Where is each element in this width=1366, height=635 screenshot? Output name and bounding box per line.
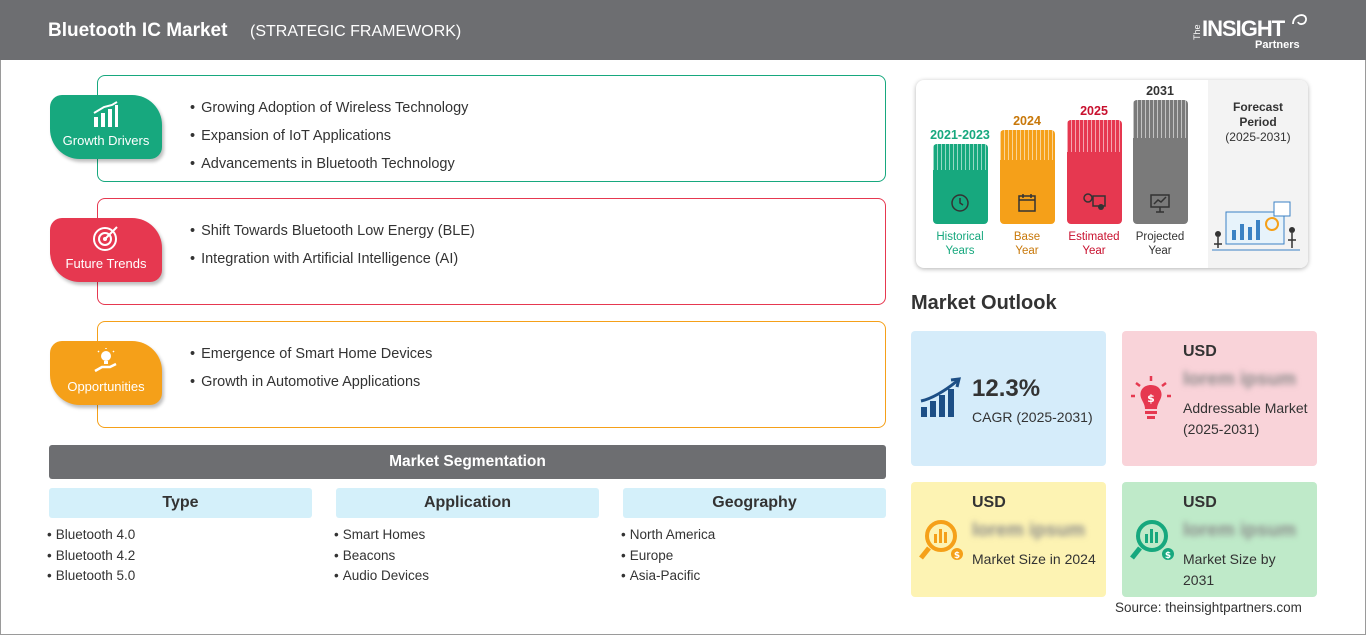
list-item: Bluetooth 4.0	[47, 525, 136, 546]
timeline-bar-projected	[1133, 100, 1188, 224]
timeline-year-estimated: 2025	[1080, 104, 1108, 118]
list-item: Asia-Pacific	[621, 566, 715, 587]
timeline-year-projected: 2031	[1146, 84, 1174, 98]
market-size-2031-tile: USD lorem ipsum Market Size by 2031 $	[1122, 482, 1317, 597]
cagr-value: 12.3%	[972, 375, 1041, 402]
list-item: Growth in Automotive Applications	[190, 368, 432, 396]
presentation-icon	[1150, 194, 1170, 213]
timeline-year-historical: 2021-2023	[930, 128, 990, 142]
list-item: North America	[621, 525, 716, 546]
opportunities-list: Emergence of Smart Home Devices Growth i…	[190, 340, 432, 396]
magnifier-growth-icon: $	[1130, 520, 1174, 561]
future-trends-badge: Future Trends	[50, 218, 162, 282]
future-trends-card: Shift Towards Bluetooth Low Energy (BLE)…	[97, 198, 886, 305]
segment-geography-list: North America Europe Asia-Pacific	[621, 525, 716, 587]
gear-chart-icon	[1083, 193, 1106, 210]
segment-type-heading: Type	[49, 488, 312, 518]
market-outlook-title: Market Outlook	[911, 292, 1057, 314]
analytics-illustration-icon	[1212, 201, 1300, 251]
addressable-market-value: lorem ipsum	[1183, 369, 1296, 390]
market-size-2024-value: lorem ipsum	[972, 520, 1085, 541]
opportunities-badge: Opportunities	[50, 341, 162, 405]
list-item: Europe	[621, 546, 715, 567]
timeline-bar-historical	[933, 144, 988, 224]
page-subtitle: (STRATEGIC FRAMEWORK)	[250, 23, 462, 40]
market-size-2024-tile: USD lorem ipsum Market Size in 2024 $	[911, 482, 1106, 597]
list-item: Bluetooth 5.0	[47, 566, 136, 587]
opportunities-label: Opportunities	[67, 379, 145, 394]
insight-partners-logo[interactable]: The INSIGHT Partners	[1192, 10, 1312, 52]
addressable-market-currency: USD	[1183, 343, 1217, 360]
list-item: Expansion of IoT Applications	[190, 122, 468, 150]
source-link[interactable]: Source: theinsightpartners.com	[1115, 600, 1302, 615]
list-item: Integration with Artificial Intelligence…	[190, 245, 475, 273]
timeline-year-base: 2024	[1013, 114, 1041, 128]
calendar-icon	[1018, 194, 1036, 212]
addressable-market-tile: USD lorem ipsum Addressable Market (2025…	[1122, 331, 1317, 466]
bar-chart-up-icon	[93, 101, 118, 127]
lightbulb-dollar-icon: $	[1131, 376, 1171, 419]
cagr-label: CAGR (2025-2031)	[972, 409, 1093, 425]
list-item: Beacons	[334, 546, 429, 567]
market-segmentation-title: Market Segmentation	[49, 445, 886, 479]
segment-type-list: Bluetooth 4.0 Bluetooth 4.2 Bluetooth 5.…	[47, 525, 136, 587]
logo-insight: INSIGHT	[1202, 16, 1285, 41]
svg-text:$: $	[1147, 392, 1155, 405]
magnifier-dollar-icon: $	[919, 520, 963, 561]
list-item: Audio Devices	[334, 566, 429, 587]
market-size-2031-currency: USD	[1183, 494, 1217, 511]
list-item: Growing Adoption of Wireless Technology	[190, 94, 468, 122]
logo-partners: Partners	[1255, 39, 1300, 51]
market-size-2031-value: lorem ipsum	[1183, 520, 1296, 541]
future-trends-list: Shift Towards Bluetooth Low Energy (BLE)…	[190, 217, 475, 273]
segment-geography-heading: Geography	[623, 488, 886, 518]
list-item: Emergence of Smart Home Devices	[190, 340, 432, 368]
logo-the: The	[1192, 24, 1202, 40]
list-item: Smart Homes	[334, 525, 429, 546]
list-item: Advancements in Bluetooth Technology	[190, 150, 468, 178]
growth-drivers-list: Growing Adoption of Wireless Technology …	[190, 94, 468, 178]
segment-application-list: Smart Homes Beacons Audio Devices	[334, 525, 429, 587]
page-title: Bluetooth IC Market	[48, 20, 228, 41]
timeline-bar-base	[1000, 130, 1055, 224]
cagr-tile: 12.3% CAGR (2025-2031)	[911, 331, 1106, 466]
growth-drivers-label: Growth Drivers	[62, 133, 150, 148]
timeline-bar-estimated	[1067, 120, 1122, 224]
history-icon	[951, 194, 969, 212]
list-item: Shift Towards Bluetooth Low Energy (BLE)	[190, 217, 475, 245]
growth-chart-icon	[920, 377, 961, 417]
list-item: Bluetooth 4.2	[47, 546, 136, 567]
logo-swoosh-icon	[1292, 14, 1307, 25]
market-size-2031-label: Market Size by 2031	[1183, 551, 1276, 588]
future-trends-label: Future Trends	[65, 256, 147, 271]
growth-drivers-badge: Growth Drivers	[50, 95, 162, 159]
lightbulb-hand-icon	[94, 348, 117, 373]
market-size-2024-label: Market Size in 2024	[972, 551, 1096, 567]
header-bar: Bluetooth IC Market (STRATEGIC FRAMEWORK…	[0, 0, 1366, 60]
growth-drivers-card: Growing Adoption of Wireless Technology …	[97, 75, 886, 182]
target-icon	[93, 226, 118, 251]
svg-text:$: $	[954, 551, 960, 561]
addressable-market-label: Addressable Market (2025-2031)	[1183, 400, 1308, 437]
svg-text:$: $	[1165, 551, 1171, 561]
market-size-2024-currency: USD	[972, 494, 1006, 511]
segment-application-heading: Application	[336, 488, 599, 518]
opportunities-card: Emergence of Smart Home Devices Growth i…	[97, 321, 886, 428]
